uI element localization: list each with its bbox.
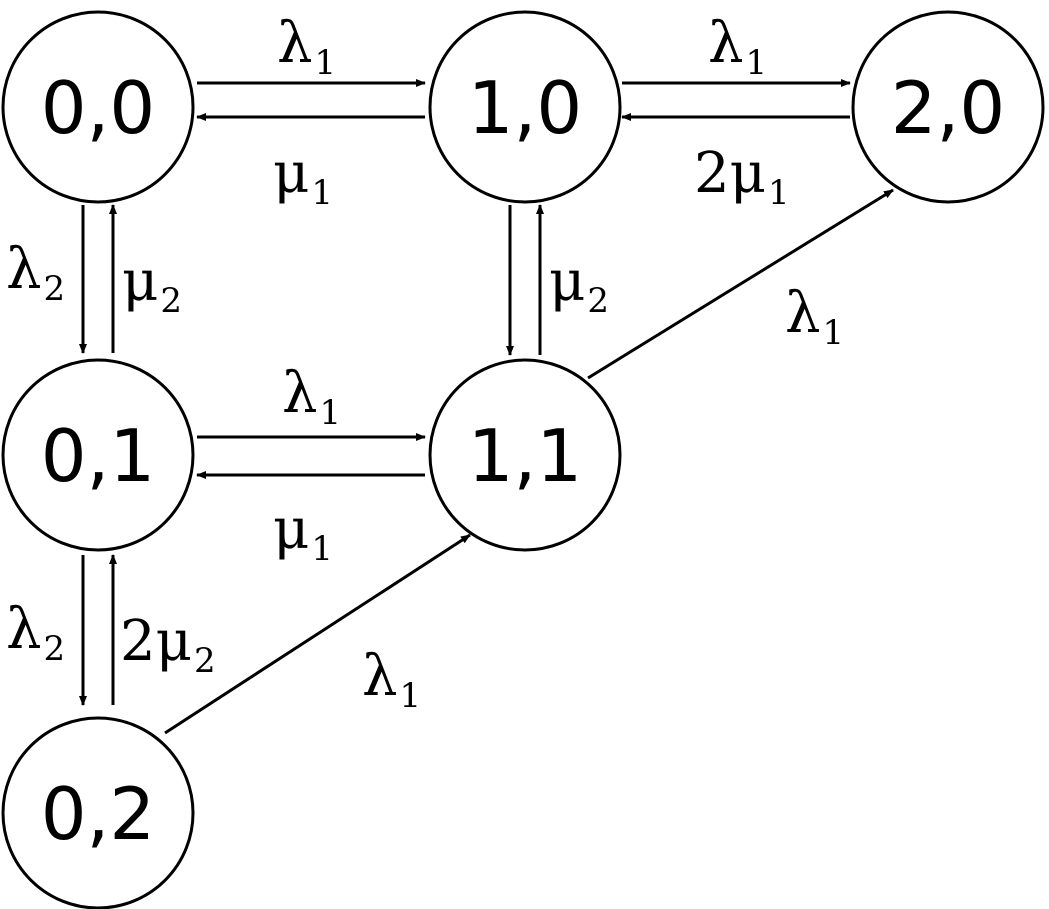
rate-symbol: μ <box>549 249 585 314</box>
rate-symbol: λ <box>6 237 42 302</box>
rate-symbol: μ <box>122 249 158 314</box>
rate-subscript: 1 <box>320 393 342 433</box>
state-label: 2,0 <box>891 66 1006 150</box>
rate-symbol: μ <box>273 497 309 562</box>
rate-symbol: λ <box>282 361 318 426</box>
rate-coefficient: 2 <box>694 141 730 206</box>
rate-symbol: μ <box>273 141 309 206</box>
rate-label: λ2 <box>6 597 65 669</box>
rate-symbol: μ <box>156 609 192 674</box>
rate-subscript: 1 <box>768 173 790 213</box>
rate-label: λ2 <box>6 237 65 309</box>
rate-coefficient: 2 <box>120 609 156 674</box>
state-circle <box>428 358 622 552</box>
rate-symbol: λ <box>6 597 42 662</box>
transition-arrow <box>164 533 471 735</box>
state-circle <box>851 10 1045 204</box>
rate-subscript: 1 <box>746 43 768 83</box>
rate-subscript: 2 <box>194 641 216 681</box>
rate-subscript: 2 <box>587 281 609 321</box>
state-node: 1,0 <box>428 10 622 204</box>
state-label: 0,2 <box>41 772 156 856</box>
rate-label: μ2 <box>549 249 609 321</box>
rate-subscript: 1 <box>400 676 422 716</box>
rate-symbol: λ <box>277 11 313 76</box>
rate-symbol: λ <box>785 281 821 346</box>
rate-subscript: 1 <box>315 43 337 83</box>
rate-label: λ1 <box>785 281 844 353</box>
state-node: 0,0 <box>1 10 195 204</box>
rate-label: λ1 <box>362 644 421 716</box>
rate-label: μ2 <box>122 249 182 321</box>
rate-subscript: 1 <box>311 529 333 569</box>
rate-symbol: λ <box>708 11 744 76</box>
state-nodes: 0,0 1,0 2,0 0,1 1,1 0,2 <box>1 10 1045 909</box>
rate-label: λ1 <box>282 361 341 433</box>
rate-subscript: 1 <box>311 173 333 213</box>
state-node: 0,2 <box>1 716 195 909</box>
state-label: 1,1 <box>468 414 583 498</box>
rate-label: 2μ2 <box>120 609 216 681</box>
rate-symbol: μ <box>730 141 766 206</box>
state-circle <box>1 716 195 909</box>
state-node: 1,1 <box>428 358 622 552</box>
rate-label: λ1 <box>708 11 767 83</box>
rate-label: λ1 <box>277 11 336 83</box>
rate-subscript: 2 <box>44 629 66 669</box>
transition-edges <box>79 79 894 735</box>
state-label: 1,0 <box>468 66 583 150</box>
rate-label: μ1 <box>273 497 333 569</box>
rate-label: 2μ1 <box>694 141 790 213</box>
rate-subscript: 2 <box>44 269 66 309</box>
rate-subscript: 1 <box>823 313 845 353</box>
state-node: 0,1 <box>1 358 195 552</box>
rate-symbol: λ <box>362 644 398 709</box>
state-circle <box>1 10 195 204</box>
state-node: 2,0 <box>851 10 1045 204</box>
state-label: 0,1 <box>41 414 156 498</box>
transition-arrow <box>587 188 894 380</box>
rate-subscript: 2 <box>160 281 182 321</box>
state-circle <box>1 358 195 552</box>
state-label: 0,0 <box>41 66 156 150</box>
rate-label: μ1 <box>273 141 333 213</box>
state-circle <box>428 10 622 204</box>
